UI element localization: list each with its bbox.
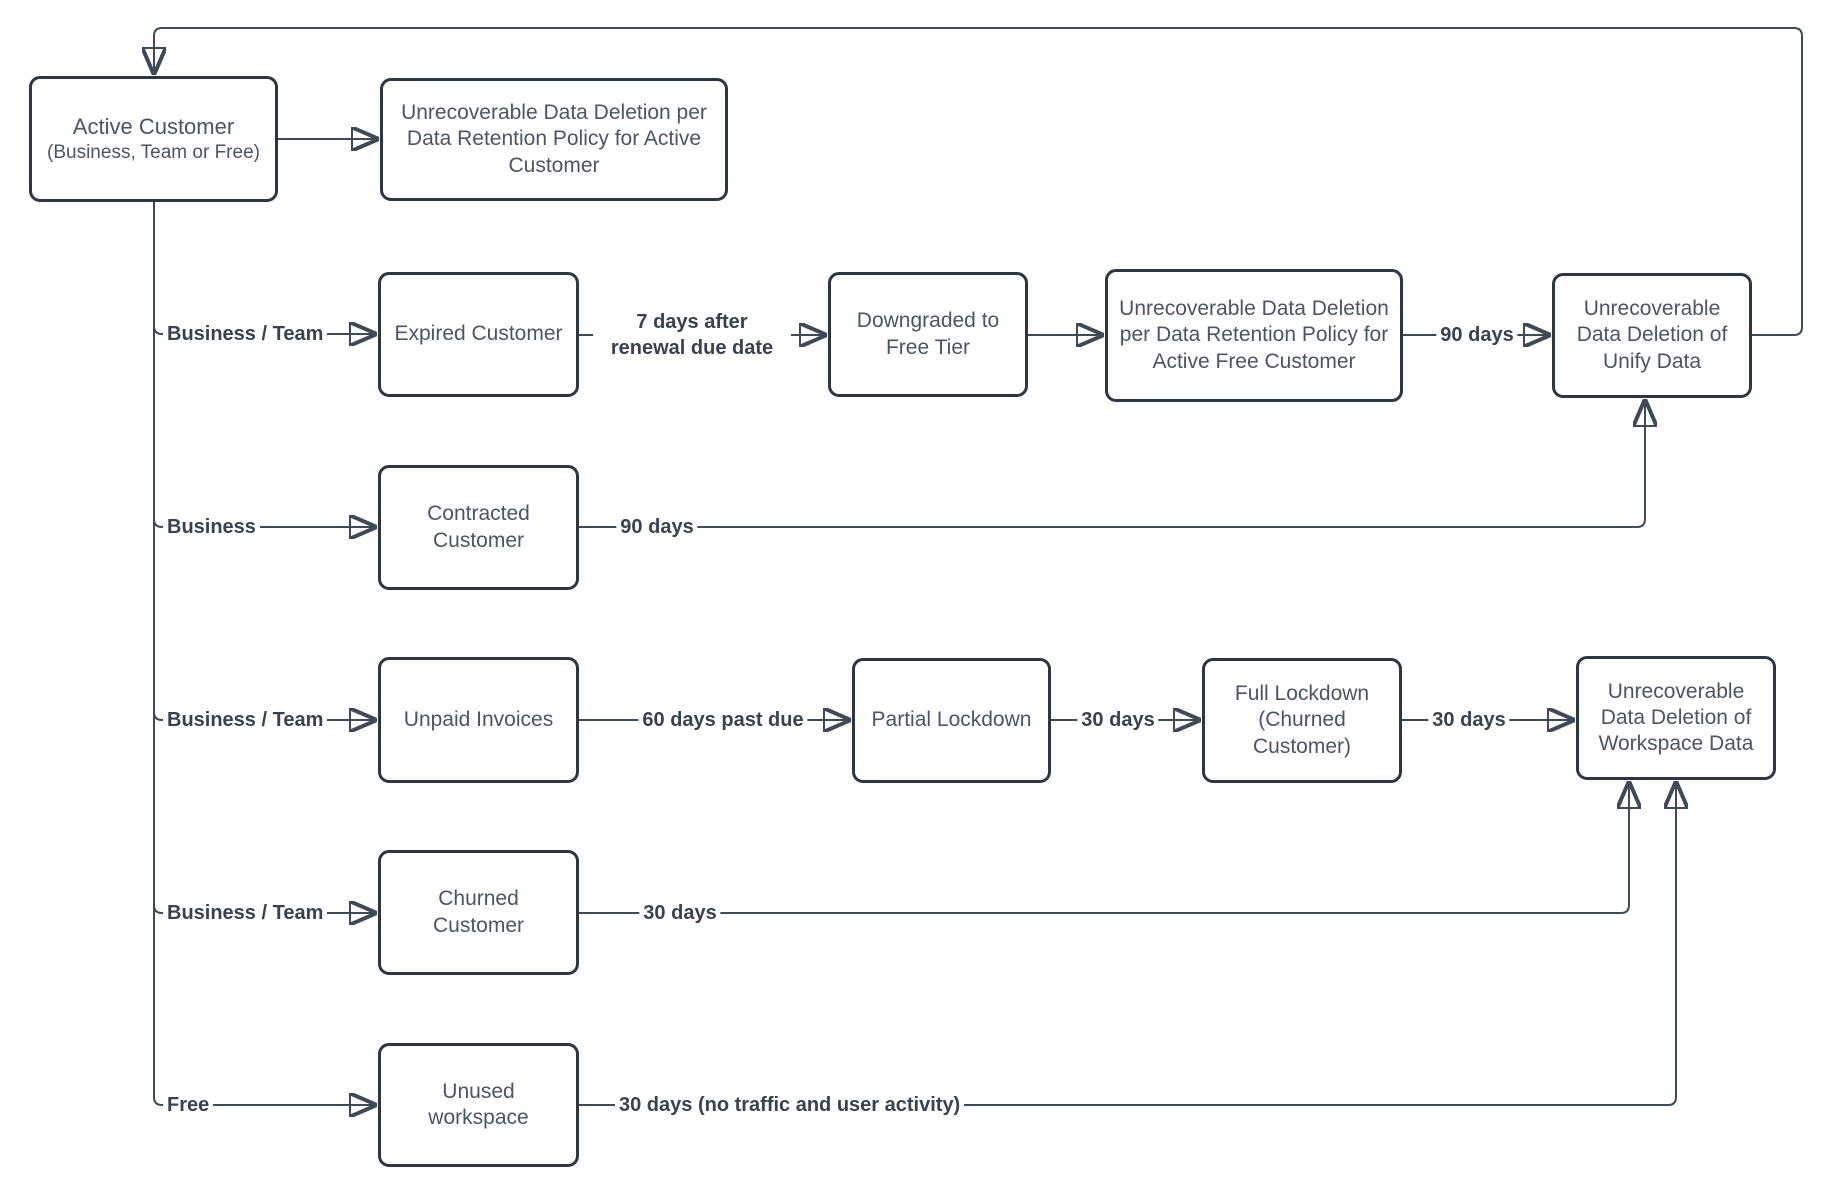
edge-trunk-and-branch-unused (153, 202, 375, 1105)
node-deletion-active-free-customer: Unrecoverable Data Deletion per Data Ret… (1105, 269, 1403, 402)
node-deletion-active-customer-label: Unrecoverable Data Deletion per Data Ret… (401, 101, 707, 177)
edge-label-branch-contracted: Business (163, 513, 260, 541)
edge-label-30-days-partial-full: 30 days (1077, 706, 1159, 734)
node-churned-customer-label: Churned Customer (432, 887, 525, 937)
edge-label-30-days-no-traffic: 30 days (no traffic and user activity) (615, 1091, 965, 1119)
node-expired-customer-label: Expired Customer (394, 322, 563, 346)
node-partial-lockdown: Partial Lockdown (852, 658, 1051, 783)
edge-label-branch-unpaid: Business / Team (163, 706, 328, 734)
node-full-lockdown-churned: Full Lockdown (Churned Customer) (1202, 658, 1402, 783)
node-downgraded-free-tier: Downgraded to Free Tier (828, 272, 1028, 397)
edge-label-90-days-contracted: 90 days (616, 513, 698, 541)
node-unpaid-invoices: Unpaid Invoices (378, 657, 579, 783)
node-contracted-customer: Contracted Customer (378, 465, 579, 590)
node-active-customer-subtitle: (Business, Team or Free) (47, 141, 260, 163)
edge-unused-to-workspace (579, 783, 1676, 1106)
edge-label-30-days-full-workspace: 30 days (1428, 706, 1510, 734)
edge-label-7-days-after-renewal: 7 days after renewal due date (593, 308, 791, 362)
edge-branch-expired (153, 326, 375, 334)
node-contracted-customer-label: Contracted Customer (427, 502, 530, 552)
edge-label-60-days-past-due: 60 days past due (638, 706, 808, 734)
node-full-lockdown-churned-label: Full Lockdown (Churned Customer) (1234, 682, 1370, 758)
edge-branch-churned (153, 905, 375, 913)
edge-label-branch-churned: Business / Team (163, 899, 328, 927)
edge-unify-loop-to-active (154, 27, 1803, 336)
node-unused-workspace: Unused workspace (378, 1043, 579, 1167)
node-deletion-workspace-data: Unrecoverable Data Deletion of Workspace… (1576, 656, 1776, 780)
edge-label-30-days-churned: 30 days (639, 899, 721, 927)
node-partial-lockdown-label: Partial Lockdown (871, 708, 1032, 732)
node-deletion-active-free-customer-label: Unrecoverable Data Deletion per Data Ret… (1119, 297, 1389, 373)
node-active-customer-title: Active Customer (72, 114, 235, 140)
node-expired-customer: Expired Customer (378, 272, 579, 397)
edge-churned-to-workspace (579, 783, 1629, 914)
edge-branch-contracted (153, 519, 375, 527)
node-deletion-unify-data-label: Unrecoverable Data Deletion of Unify Dat… (1576, 297, 1728, 373)
edge-branch-unpaid (153, 712, 375, 720)
edge-label-branch-expired: Business / Team (163, 320, 328, 348)
node-deletion-unify-data: Unrecoverable Data Deletion of Unify Dat… (1552, 273, 1752, 398)
node-unused-workspace-label: Unused workspace (428, 1079, 529, 1129)
node-active-customer: Active Customer (Business, Team or Free) (29, 76, 278, 202)
edge-contracted-to-unify (579, 401, 1645, 528)
node-churned-customer: Churned Customer (378, 850, 579, 975)
edge-label-90-days-delfree-unify: 90 days (1436, 321, 1518, 349)
node-downgraded-free-tier-label: Downgraded to Free Tier (856, 309, 1000, 359)
node-deletion-active-customer: Unrecoverable Data Deletion per Data Ret… (380, 78, 728, 201)
node-deletion-workspace-data-label: Unrecoverable Data Deletion of Workspace… (1598, 679, 1754, 756)
edge-label-branch-unused: Free (163, 1091, 214, 1119)
node-unpaid-invoices-label: Unpaid Invoices (403, 707, 554, 731)
